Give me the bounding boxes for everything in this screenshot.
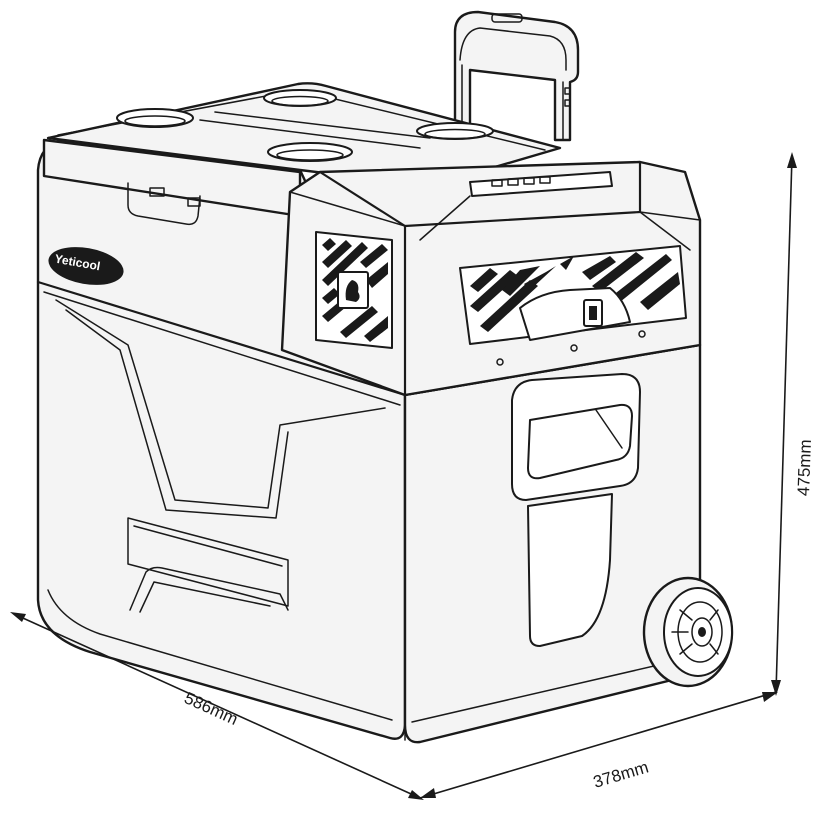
brand-logo: Yeticool bbox=[48, 247, 124, 285]
wheel bbox=[642, 576, 734, 688]
side-vent bbox=[315, 231, 393, 349]
cup-holder bbox=[116, 108, 194, 128]
front-panel-relief bbox=[55, 299, 386, 613]
side-handle bbox=[511, 373, 641, 647]
width-label: 586mm bbox=[181, 688, 240, 729]
depth-label: 378mm bbox=[591, 757, 651, 791]
control-panel bbox=[469, 171, 613, 197]
trolley-handle bbox=[453, 10, 580, 144]
cup-holder bbox=[267, 142, 353, 162]
height-label: 475mm bbox=[794, 439, 815, 496]
cooler-lid bbox=[42, 82, 562, 226]
height-dimension: 475mm bbox=[771, 152, 815, 696]
front-vent bbox=[459, 245, 687, 366]
